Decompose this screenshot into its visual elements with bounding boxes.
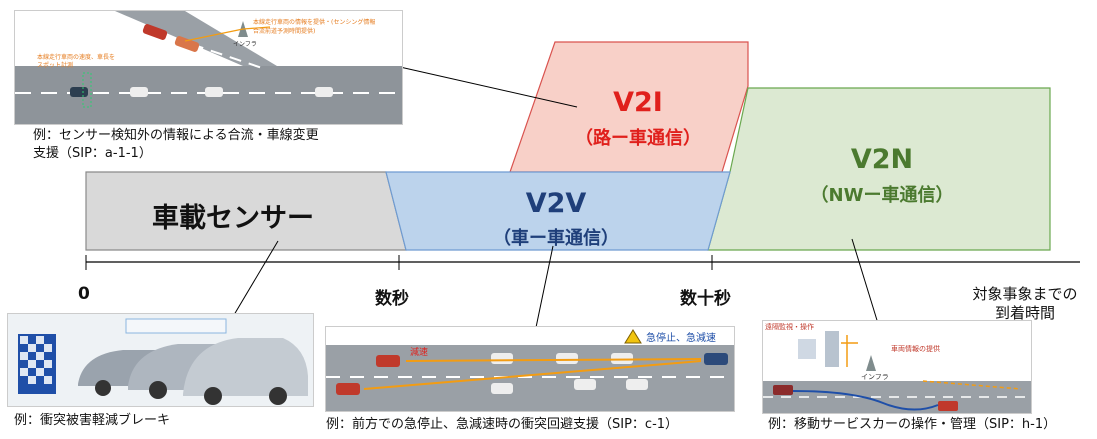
merge-inset-text3: 本線走行車両の速度、車長を xyxy=(37,53,115,61)
merge-caption-line2: 支援（SIP：a-1-1） xyxy=(33,146,152,161)
tick-label-tens-seconds: 数十秒 xyxy=(680,289,731,309)
emergency-inset-warning: 急停止、急減速 xyxy=(646,331,716,344)
v2i-region xyxy=(509,41,749,173)
merge-inset-infra: インフラ xyxy=(233,41,257,48)
v2n-region xyxy=(707,87,1051,251)
merge-caption-line1: 例：センサー検知外の情報による合流・車線変更 xyxy=(33,128,319,143)
v2n-title: V2N xyxy=(851,144,913,175)
v2i-title: V2I xyxy=(613,87,663,118)
v2v-title: V2V xyxy=(526,188,587,219)
emergency-inset-decel: 減速 xyxy=(410,346,428,358)
leader-line-sensor xyxy=(227,240,279,326)
axis-label-line2: 到着時間 xyxy=(994,304,1055,322)
merge-example-image: インフラ 本線走行車両の情報を提供・(センシング情報 合流前道予測時間提供) 本… xyxy=(14,10,403,125)
axis-label-line1: 対象事象までの xyxy=(972,285,1078,303)
leader-line-v2i xyxy=(399,66,578,108)
tick-label-seconds: 数秒 xyxy=(375,289,409,309)
emergency-stop-example-caption: 例：前方での急停止、急減速時の衝突回避支援（SIP：c-1） xyxy=(326,417,679,432)
merge-example-caption: 例：センサー検知外の情報による合流・車線変更 支援（SIP：a-1-1） xyxy=(33,127,319,163)
merge-inset-text4: スポット計測 xyxy=(37,61,73,69)
service-inset-infra: インフラ xyxy=(861,373,889,381)
axis-label: 対象事象までの 到着時間 xyxy=(955,285,1095,323)
v2v-region xyxy=(385,171,731,251)
service-inset-remote: 遠隔監視・操作 xyxy=(765,322,814,331)
emergency-stop-example-image: 減速 急停止、急減速 xyxy=(325,326,735,412)
leader-line-v2v xyxy=(533,245,554,338)
sensor-label: 車載センサー xyxy=(152,203,314,234)
tick-label-0: 0 xyxy=(78,284,90,304)
braking-example-image xyxy=(7,313,314,407)
service-inset-info: 車両情報の提供 xyxy=(891,344,940,353)
service-car-example-image: 遠隔監視・操作 車両情報の提供 インフラ xyxy=(762,320,1032,414)
v2v-subtitle: （車ー車通信） xyxy=(493,227,619,249)
v2n-subtitle: （NWー車通信） xyxy=(811,184,954,206)
merge-inset-text2: 合流前道予測時間提供) xyxy=(253,27,315,35)
v2i-subtitle: （路ー車通信） xyxy=(575,127,701,149)
braking-example-caption: 例：衝突被害軽減ブレーキ xyxy=(14,413,171,428)
leader-line-v2n xyxy=(851,238,881,331)
service-car-example-caption: 例：移動サービスカーの操作・管理（SIP：h-1） xyxy=(768,417,1057,432)
merge-inset-text1: 本線走行車両の情報を提供・(センシング情報 xyxy=(253,18,375,26)
